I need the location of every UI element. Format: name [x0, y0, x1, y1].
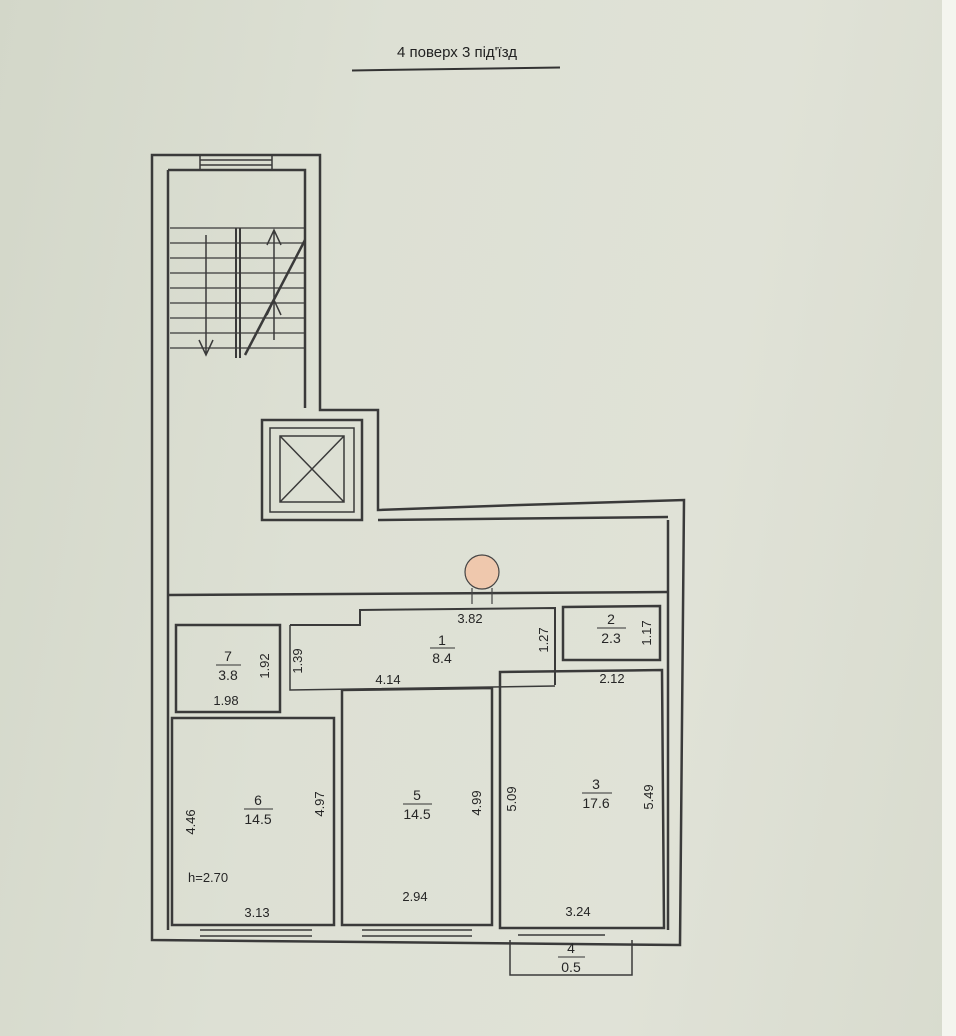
room-6-number: 6: [254, 792, 262, 808]
room-6-area: 14.5: [244, 811, 271, 827]
dim-1-27: 1.27: [536, 627, 551, 652]
room-4-area: 0.5: [561, 959, 581, 975]
room-5-number: 5: [413, 787, 421, 803]
elevator-icon: [279, 435, 345, 503]
dim-3-24: 3.24: [565, 904, 590, 919]
stair-arrow-up-icon: [266, 228, 282, 340]
room-1-area: 8.4: [432, 650, 452, 666]
dim-3-13: 3.13: [244, 905, 269, 920]
riser-circle-icon: [464, 554, 500, 590]
dim-5-09: 5.09: [504, 786, 519, 811]
room-3-number: 3: [592, 776, 600, 792]
dim-4-99: 4.99: [469, 790, 484, 815]
room-2-number: 2: [607, 611, 615, 627]
dim-1-98: 1.98: [213, 693, 238, 708]
dim-1-39: 1.39: [290, 648, 305, 673]
plan-title: 4 поверх 3 під'їзд: [396, 44, 517, 61]
dim-4-46: 4.46: [183, 809, 198, 834]
dim-4-14: 4.14: [375, 672, 400, 687]
dim-4-97: 4.97: [312, 791, 327, 816]
dim-2-12: 2.12: [599, 671, 624, 686]
dim-3-82: 3.82: [457, 611, 482, 626]
dim-5-49: 5.49: [641, 784, 656, 809]
ceiling-height-note: h=2.70: [188, 870, 228, 885]
staircase: [170, 227, 307, 358]
room-1-number: 1: [438, 632, 446, 648]
dim-2-94: 2.94: [402, 889, 427, 904]
room-7-area: 3.8: [218, 667, 238, 683]
dim-1-17: 1.17: [639, 620, 654, 645]
room-4-number: 4: [567, 940, 575, 956]
walls: [150, 153, 686, 976]
room-3-area: 17.6: [582, 795, 609, 811]
room-7-number: 7: [224, 648, 232, 664]
stair-arrow-down-icon: [198, 235, 214, 357]
room-5-area: 14.5: [403, 806, 430, 822]
room-2-area: 2.3: [601, 630, 621, 646]
dim-1-92: 1.92: [257, 653, 272, 678]
